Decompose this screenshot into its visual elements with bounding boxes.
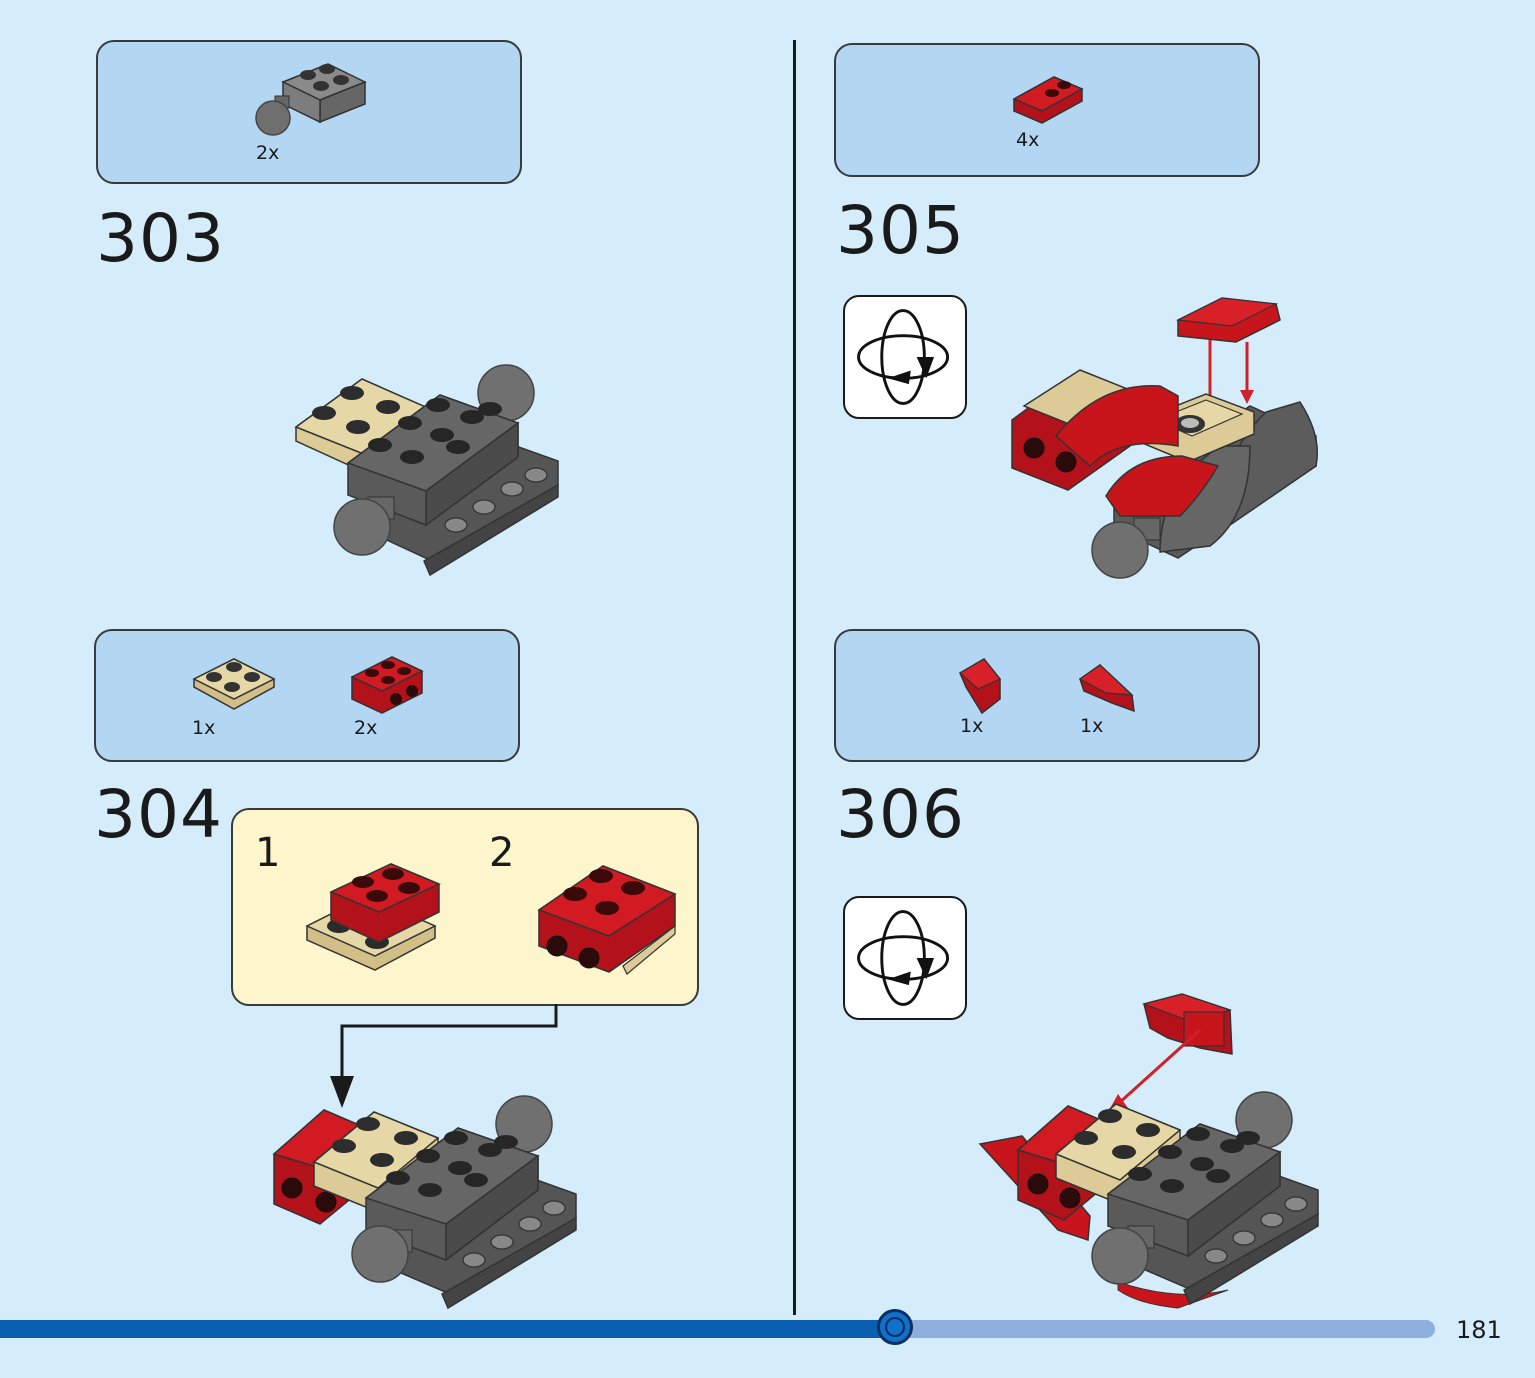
substep-number-2: 2 (489, 830, 515, 876)
progress-fill (0, 1320, 895, 1338)
column-divider (793, 40, 796, 1315)
substep-1-model (305, 863, 441, 971)
step-305-model (1011, 297, 1319, 579)
part-tan-plate-icon (192, 658, 276, 710)
part-dark-gray-brick-ball-icon (255, 63, 367, 136)
part-qty: 1x (960, 715, 984, 737)
step-304-model (272, 1095, 577, 1310)
part-red-bracket-icon (350, 656, 424, 714)
rotate-icon (857, 910, 950, 1006)
parts-box-step-306: 1x 1x (834, 629, 1260, 762)
step-306-model (978, 993, 1319, 1309)
part-red-wedge-left-icon (958, 658, 1001, 715)
parts-box-step-304: 1x 2x (94, 629, 520, 762)
parts-box-step-303: 2x (96, 40, 522, 184)
step-number-305: 305 (836, 192, 965, 269)
part-red-wedge-right-icon (1078, 664, 1135, 713)
step-number-304: 304 (94, 776, 223, 853)
part-qty: 1x (192, 717, 216, 739)
page-number: 181 (1456, 1316, 1502, 1344)
part-qty: 2x (354, 717, 378, 739)
progress-knob[interactable] (877, 1309, 913, 1345)
step-number-306: 306 (836, 776, 965, 853)
substep-2-model (537, 865, 677, 975)
substep-number-1: 1 (255, 830, 281, 876)
part-qty: 4x (1016, 129, 1040, 151)
step-number-303: 303 (96, 200, 225, 277)
part-red-curved-slope-icon (1012, 76, 1084, 124)
rotate-icon (857, 309, 950, 405)
substep-box: 1 2 (231, 808, 699, 1006)
rotate-model-indicator (843, 896, 967, 1020)
step-303-model (294, 364, 559, 577)
rotate-model-indicator (843, 295, 967, 419)
parts-box-step-305: 4x (834, 43, 1260, 177)
part-qty: 1x (1080, 715, 1104, 737)
callout-arrow (330, 1004, 558, 1108)
part-qty: 2x (256, 142, 280, 164)
